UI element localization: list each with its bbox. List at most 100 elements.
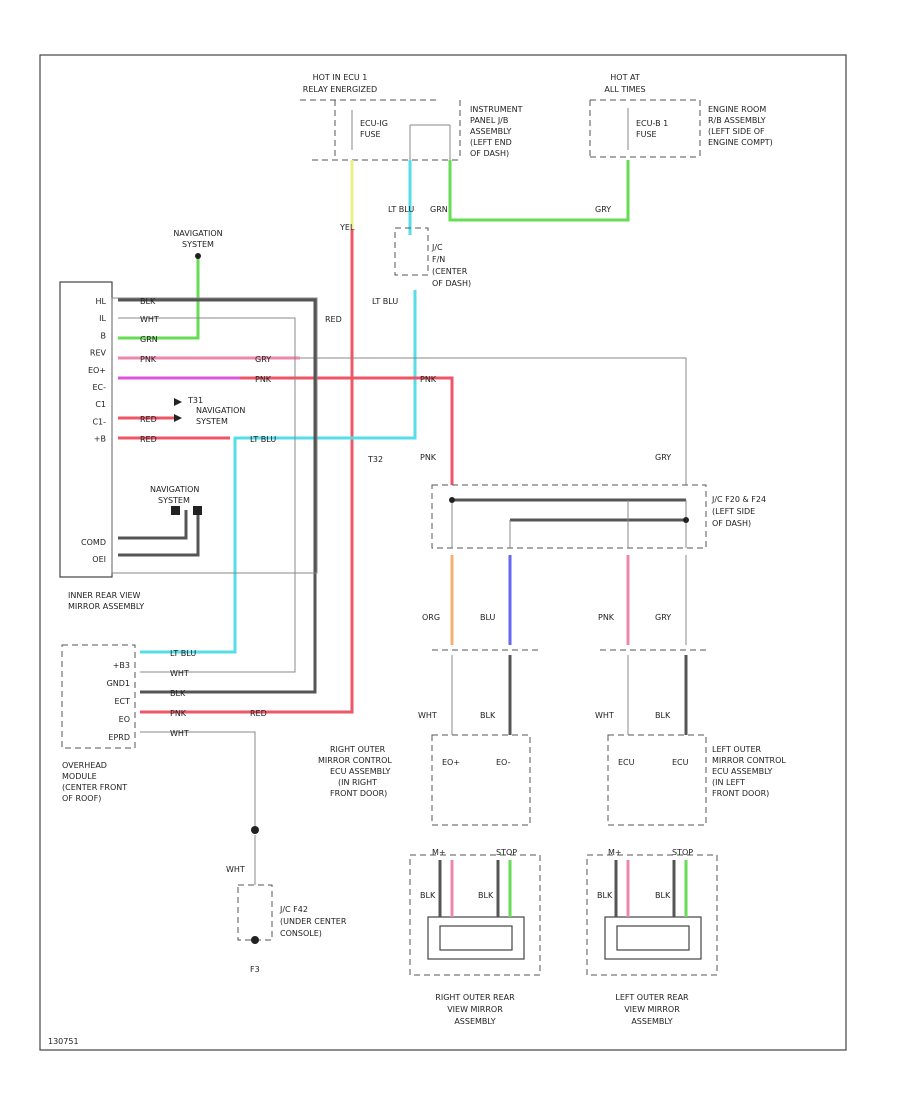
overhead-pin-label: EO [119,715,130,724]
nav-low-label-2: SYSTEM [158,496,190,505]
right-ecu-label-3: ECU ASSEMBLY [330,767,391,776]
jc-f20-label-3: OF DASH) [712,519,751,528]
wire-label-wht-gnd: WHT [226,865,245,874]
arrow-icon [174,398,182,406]
wire-blk-main [118,298,317,694]
mirror-pin-label: COMD [81,538,106,547]
ecu-ig-fuse-block: HOT IN ECU 1 RELAY ENERGIZED ECU-IG FUSE… [300,73,523,161]
left-mirror-blk-2: BLK [655,891,671,900]
ecu-b-fuse-block: HOT AT ALL TIMES ECU-B 1 FUSE ENGINE ROO… [589,73,773,158]
right-ecu-eo-plus: EO+ [442,758,460,767]
wire-label-blk: BLK [140,297,156,306]
wire-label-yel: YEL [339,223,355,232]
wire-red-pnk [240,376,454,485]
overhead-label: OVERHEAD [62,761,107,770]
fuse-label-1: FUSE [360,130,381,139]
ground-dot [251,936,259,944]
wire-label-gry-top: GRY [595,205,611,214]
wire-label-grn: GRN [140,335,158,344]
wire-label-pnk-3: PNK [420,375,437,384]
wire-gry [300,357,687,485]
wire-cyan [140,290,417,654]
mirror-pin-label: IL [99,314,106,323]
left-ecu-label-2: MIRROR CONTROL [712,756,786,765]
wire-green-feed [448,160,630,222]
right-ecu-label-4: (IN RIGHT [338,778,377,787]
nav-mid-label-2: SYSTEM [196,417,228,426]
wire-label-red: RED [140,415,157,424]
mirror-name-label: INNER REAR VIEW [68,591,141,600]
overhead-module-box [61,644,136,749]
inner-rear-view-mirror-box [59,281,318,578]
left-mirror-m2: STOP [672,848,693,857]
t32-label: T32 [367,455,383,464]
left-ecu-term-a: ECU [618,758,635,767]
nav-system-top-label: NAVIGATION [173,229,222,238]
jc-f42: J/C F42 (UNDER CENTER CONSOLE) F3 [237,826,347,974]
footer-code: 130751 [48,1037,79,1046]
left-mirror-label-2: VIEW MIRROR [624,1005,680,1014]
wire-green-nav [118,258,200,340]
nav-connector-dot [195,253,201,259]
right-mirror-blk-2: BLK [478,891,494,900]
wire-label-ltblu-oh: LT BLU [170,649,196,658]
left-outer-mirror: M+ STOP BLK BLK [586,848,718,976]
jc-label-3: (CENTER [432,267,468,276]
wire-label-pnk-2: PNK [255,375,272,384]
wire-label-gry: GRY [255,355,271,364]
nav-system-top-label-2: SYSTEM [182,240,214,249]
right-mirror-label: RIGHT OUTER REAR [435,993,515,1002]
overhead-pin-label: GND1 [107,679,130,688]
wire-wht-overhead [140,731,256,830]
wire-label-blk-r: BLK [480,711,496,720]
jc-label-2: F/N [432,255,445,264]
wire-label-pnk: PNK [140,355,157,364]
mirror-pin-label: EO+ [88,366,106,375]
right-ecu-label: RIGHT OUTER [330,745,386,754]
overhead-label-3: (CENTER FRONT [62,783,127,792]
wire-label-wht-l: WHT [595,711,614,720]
jc-f42-label: J/C F42 [279,905,308,914]
left-mirror-label: LEFT OUTER REAR [615,993,689,1002]
jc-label: J/C [431,243,443,252]
right-ecu-eo-minus: EO- [496,758,511,767]
wire-blk-comd [118,510,188,540]
wire-label-pnk-oh: PNK [170,709,187,718]
wire-label-pnk-4: PNK [598,613,615,622]
wire-label-wht: WHT [140,315,159,324]
right-mirror-label-2: VIEW MIRROR [447,1005,503,1014]
left-mirror-m1: M+ [608,848,622,857]
mirror-pin-label: +B [94,435,106,444]
mirror-pin-label: C1 [95,400,106,409]
erj-label-3: (LEFT SIDE OF [708,127,765,136]
right-mirror-blk: BLK [420,891,436,900]
left-ecu-label-5: FRONT DOOR) [712,789,769,798]
relay-energized-label: RELAY ENERGIZED [303,85,377,94]
arrow-icon [174,414,182,422]
left-ecu-label-3: ECU ASSEMBLY [712,767,773,776]
wire-label-wht-r: WHT [418,711,437,720]
left-ecu-label: LEFT OUTER [712,745,761,754]
ipjb-label-2: PANEL J/B [470,116,508,125]
hot-ig-label: HOT IN ECU 1 [313,73,368,82]
nav-mid-label: NAVIGATION [196,406,245,415]
mirror-name-label-2: MIRROR ASSEMBLY [68,602,144,611]
jc-center-dash: J/C F/N (CENTER OF DASH) [394,227,471,288]
jc-label-4: OF DASH) [432,279,471,288]
wire-red-main [140,230,354,714]
right-mirror-label-3: ASSEMBLY [454,1017,495,1026]
jc-f20-box [431,484,707,549]
jc-f20-label: J/C F20 & F24 [711,495,766,504]
ground-f3-label: F3 [250,965,260,974]
wire-label-red-oh: RED [250,709,267,718]
splice-dot [251,826,259,834]
wire-label-wht-oh2: WHT [170,729,189,738]
jc-f42-label-3: CONSOLE) [280,929,322,938]
wire-label-gry-jc: GRY [655,453,671,462]
left-mirror-label-3: ASSEMBLY [631,1017,672,1026]
mirror-pin-label: B [101,331,107,340]
fuse-label-2: FUSE [636,130,657,139]
overhead-label-4: OF ROOF) [62,794,101,803]
